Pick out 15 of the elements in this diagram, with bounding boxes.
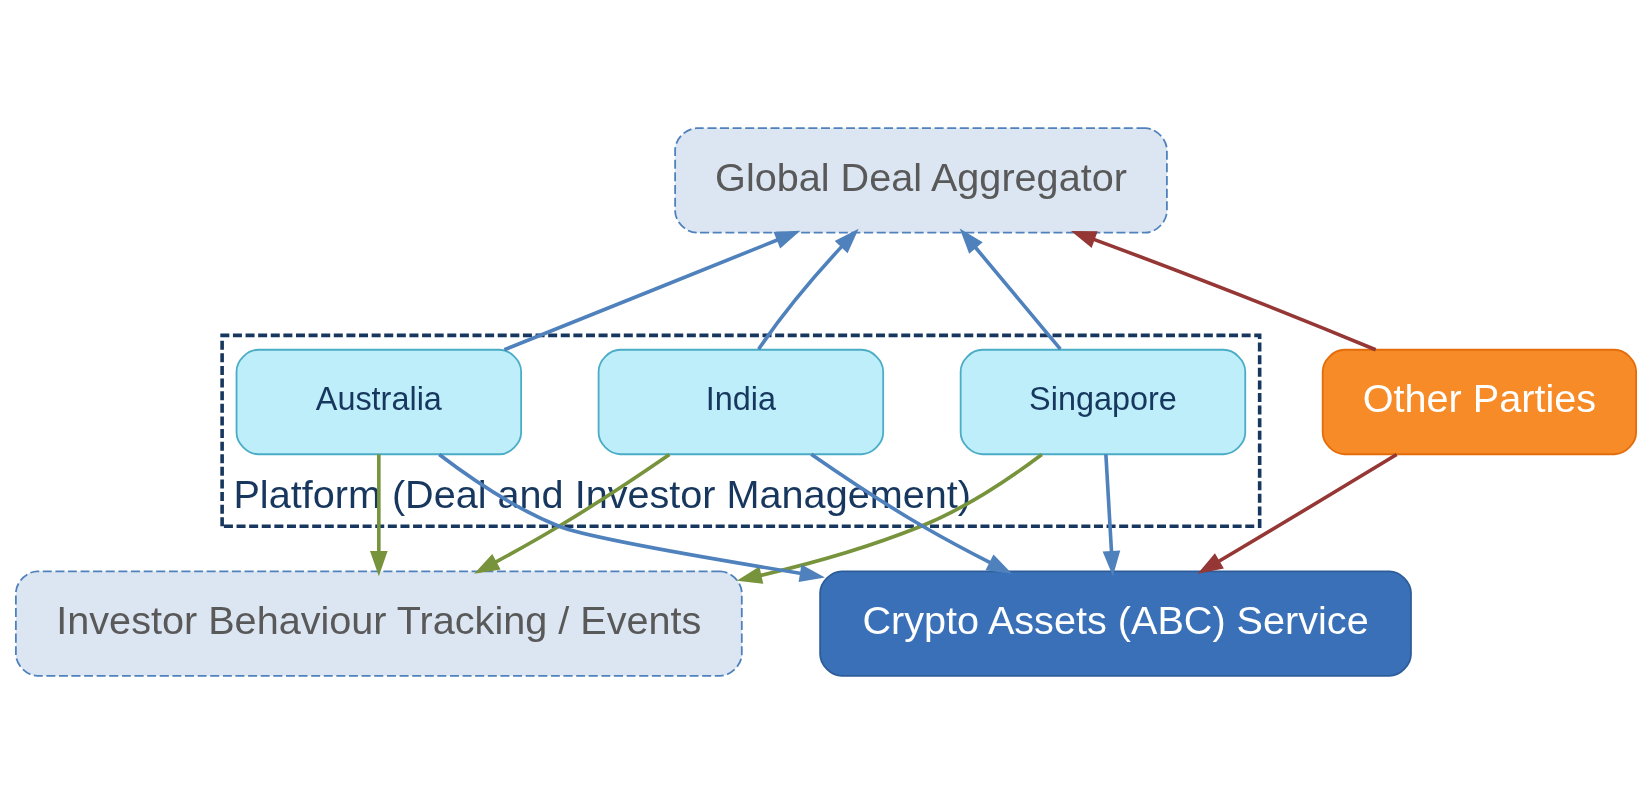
arrow [1197,452,1398,574]
arrow [1102,454,1121,577]
arrow [757,228,859,351]
node-box: Crypto Assets (ABC) Service [819,570,1412,677]
node-box: India [597,348,885,456]
node-box: Singapore [959,348,1247,456]
node-box: Other Parties [1321,348,1638,456]
node-box: Investor Behaviour Tracking / Events [14,570,743,677]
arrow [1070,230,1377,352]
node-box: Australia [235,348,523,456]
node-box: Global Deal Aggregator [674,127,1168,234]
arrow [959,228,1062,351]
arrow [503,230,801,352]
arrow [810,452,1013,574]
arrow [736,453,1043,584]
